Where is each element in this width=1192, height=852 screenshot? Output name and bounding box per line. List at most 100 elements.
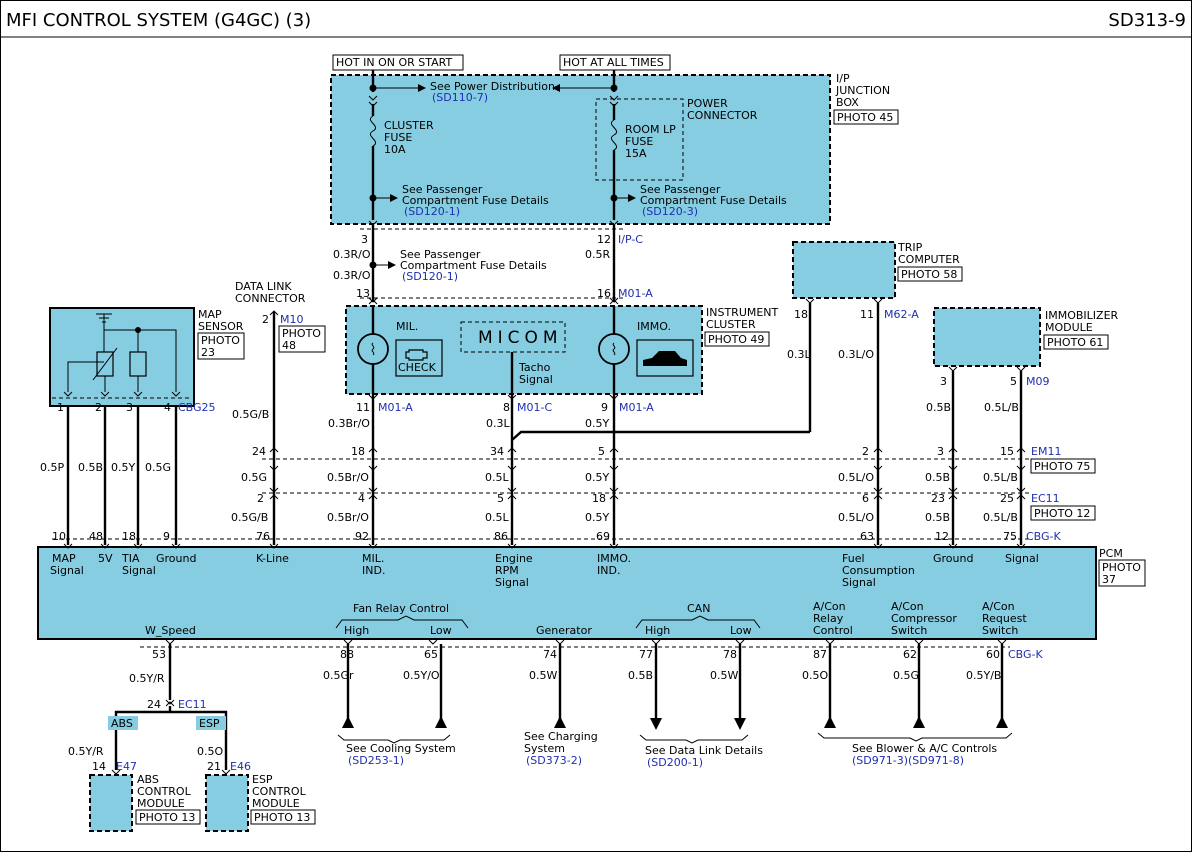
wire-05p: 0.5P <box>40 461 64 474</box>
room-fuse-line3: 15A <box>625 147 647 160</box>
pcm-can-low: Low <box>730 624 752 637</box>
pcm-map-1: MAP <box>52 552 76 565</box>
pcm-mil-2: IND. <box>362 564 385 577</box>
see-passenger-3a: See Passenger <box>400 248 481 261</box>
power-connector-line1: POWER <box>687 97 728 110</box>
wire-03l: 0.3L <box>787 348 811 361</box>
pcm-mil-1: MIL. <box>362 552 384 565</box>
pcm-acon2-1: A/Con <box>891 600 924 613</box>
pcm-fan: Fan Relay Control <box>353 602 449 615</box>
pin-k9: 9 <box>163 530 170 543</box>
see-passenger-3b: Compartment Fuse Details <box>400 259 547 272</box>
pin-13: 13 <box>356 287 370 300</box>
wire-03l-tacho: 0.3L <box>486 417 510 430</box>
pin-e14: 14 <box>92 760 106 773</box>
diagram-title: MFI CONTROL SYSTEM (G4GC) (3) <box>6 10 311 31</box>
pcm-immo-2: IND. <box>597 564 620 577</box>
cluster-fuse-line2: FUSE <box>384 131 412 144</box>
arrow-up-icon <box>824 716 836 728</box>
pcm-acon3-2: Request <box>982 612 1027 625</box>
datalink-ref: (SD200-1) <box>647 756 703 769</box>
dlc-wire <box>269 310 279 545</box>
pin-b87: 87 <box>813 648 827 661</box>
ip-junction-box <box>330 74 831 225</box>
wire-03ro-a: 0.3R/O <box>333 248 371 261</box>
connector-m01a-left: M01-A <box>378 401 413 414</box>
pcm-map-2: Signal <box>50 564 84 577</box>
see-cooling: See Cooling System <box>346 742 456 755</box>
wire-03ro-b: 0.3R/O <box>333 269 371 282</box>
pcm-engine-2: RPM <box>495 564 519 577</box>
immob-photo-box <box>1043 334 1109 350</box>
trip-photo: PHOTO 58 <box>901 268 957 281</box>
pin-k69: 69 <box>596 530 610 543</box>
dlc-title-1: DATA LINK <box>235 280 292 293</box>
pin-em3: 3 <box>937 445 944 458</box>
instrument-cluster-box <box>345 305 703 395</box>
pin-ec18: 18 <box>592 492 606 505</box>
wire-05b-can: 0.5B <box>628 669 653 682</box>
connector-m09: M09 <box>1026 375 1050 388</box>
pcm-kline: K-Line <box>256 552 289 565</box>
pin-k10: 10 <box>52 530 66 543</box>
trip-photo-box <box>897 266 963 282</box>
mid-wires <box>52 420 1030 545</box>
connector-cbg25: CBG25 <box>178 401 216 414</box>
pcm-title: PCM <box>1099 547 1123 560</box>
abs-module-1: ABS <box>137 773 159 786</box>
cooling-ref: (SD253-1) <box>348 754 404 767</box>
ec11-photo-box <box>1030 505 1096 521</box>
blower-bracket <box>817 732 1013 742</box>
datalink-bracket <box>639 734 749 744</box>
immobilizer-module-box <box>933 307 1041 367</box>
abs-module-2: CONTROL <box>137 785 192 798</box>
passenger-ref-3: (SD120-1) <box>402 270 458 283</box>
see-charging-2: System <box>524 742 565 755</box>
immob-wires <box>948 366 1026 545</box>
see-datalink: See Data Link Details <box>645 744 763 757</box>
pcm-fuel-1: Fuel <box>842 552 865 565</box>
dlc-photo-1: PHOTO <box>282 327 321 340</box>
wire-05gb-dlc: 0.5G/B <box>232 408 269 421</box>
wire-05g-map: 0.5G <box>145 461 171 474</box>
map-sensor-internals <box>63 313 181 397</box>
immob-title-2: MODULE <box>1045 321 1093 334</box>
pcm-wspeed: W_Speed <box>145 624 196 637</box>
hot-all-times-label: HOT AT ALL TIMES <box>563 56 664 69</box>
esp-module-2: CONTROL <box>252 785 307 798</box>
power-connector-box <box>595 98 684 181</box>
wire-05lo-mid: 0.5L/O <box>838 471 874 484</box>
abs-tag-box <box>108 716 138 730</box>
hot-on-start-label: HOT IN ON OR START <box>336 56 453 69</box>
pin-k76: 76 <box>256 530 270 543</box>
wire-05lb-mid: 0.5L/B <box>983 471 1018 484</box>
wire-05w-can: 0.5W <box>710 669 738 682</box>
wire-05yb: 0.5Y/B <box>966 669 1001 682</box>
wire-05yr-abs: 0.5Y/R <box>68 745 104 758</box>
header: MFI CONTROL SYSTEM (G4GC) (3) SD313-9 <box>0 10 1192 38</box>
see-passenger-1a: See Passenger <box>402 183 483 196</box>
connector-ec11: EC11 <box>1031 492 1060 505</box>
pin-e21: 21 <box>207 760 221 773</box>
wire-05gb-low: 0.5G/B <box>231 511 268 524</box>
connector-ec11-low: EC11 <box>178 698 207 711</box>
ipjb-title-1: I/P <box>836 72 850 85</box>
arrow-right-icon <box>628 194 636 202</box>
wire-05bro-mid: 0.5Br/O <box>327 471 369 484</box>
pin-em24: 24 <box>252 445 266 458</box>
esp-module-1: ESP <box>252 773 273 786</box>
pin-12: 12 <box>597 233 611 246</box>
wire-03bro: 0.3Br/O <box>328 417 370 430</box>
ipjb-photo-box <box>833 109 899 125</box>
connector-m01c: M01-C <box>517 401 552 414</box>
pin-ec2: 2 <box>257 492 264 505</box>
pin-ec6: 6 <box>862 492 869 505</box>
blower-ref: (SD971-3)(SD971-8) <box>852 754 964 767</box>
pin-ec25: 25 <box>1000 492 1014 505</box>
wire-05b-low: 0.5B <box>925 511 950 524</box>
pin-ms1: 1 <box>57 401 64 414</box>
pcm-engine-1: Engine <box>495 552 533 565</box>
wire-03lo: 0.3L/O <box>838 348 874 361</box>
trip-title-1: TRIP <box>897 241 923 254</box>
connector-cbgk-top: CBG-K <box>1026 530 1062 543</box>
